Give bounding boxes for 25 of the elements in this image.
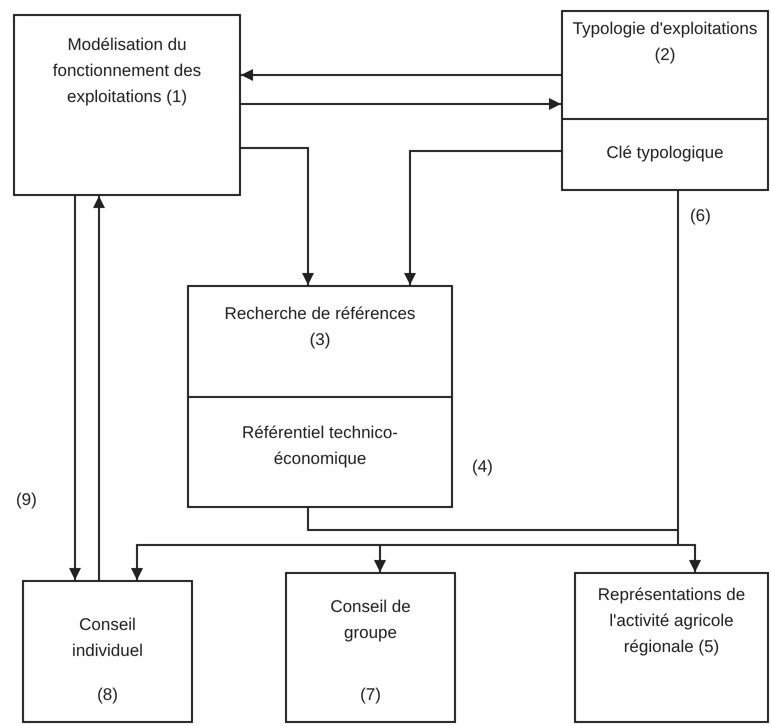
arrow <box>677 191 701 572</box>
arrow <box>404 150 561 285</box>
arrow <box>69 196 81 580</box>
arrow <box>93 196 105 580</box>
box-label: Conseil de groupe <box>329 596 412 644</box>
box-label: Référentiel technico-économique <box>241 422 399 470</box>
arrow <box>241 98 561 110</box>
box-label: Conseil individuel <box>71 614 144 662</box>
box-label: Clé typologique <box>605 142 725 164</box>
arrow <box>241 147 314 285</box>
callout-number: (9) <box>16 490 37 510</box>
box-label: Représentations de l'activité agricole régionale (5) <box>596 584 746 658</box>
process-box <box>13 14 241 196</box>
process-box <box>22 580 193 723</box>
box-label: (8) <box>96 684 119 706</box>
callout-number: (6) <box>690 206 711 226</box>
box-label: Typologie d'exploitations (2) <box>572 18 758 66</box>
box-label: (7) <box>359 684 382 706</box>
callout-number: (4) <box>472 457 493 477</box>
process-box <box>574 572 769 723</box>
arrow <box>241 69 561 81</box>
process-box <box>285 572 456 723</box>
box-label: Recherche de références (3) <box>224 303 416 351</box>
process-box <box>561 10 769 191</box>
box-label: Modélisation du fonctionnement des exploitations (1) <box>52 34 202 108</box>
